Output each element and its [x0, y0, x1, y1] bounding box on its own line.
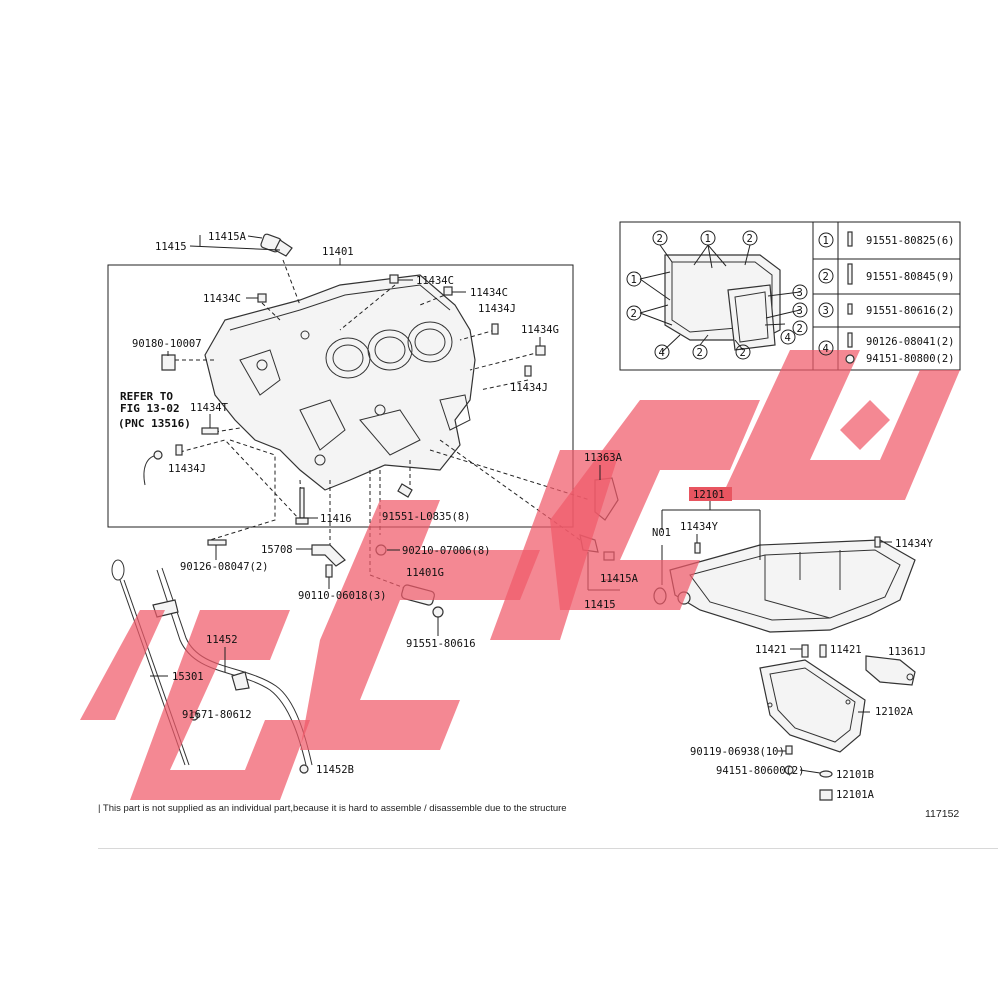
refer-line-1: REFER TO	[120, 390, 173, 403]
sensor-11415	[260, 233, 293, 257]
svg-text:1: 1	[631, 274, 637, 286]
svg-text:2: 2	[740, 347, 746, 359]
label-11434G: 11434G	[521, 324, 559, 336]
legend-row-2: 2 91551-80845(9)	[818, 263, 955, 285]
bolt-legend-inset	[619, 221, 961, 371]
svg-text:2: 2	[797, 323, 803, 335]
label-12101B: 12101B	[836, 769, 874, 781]
refer-line-2: FIG 13-02	[120, 402, 180, 415]
label-90180-10007: 90180-10007	[132, 338, 202, 350]
label-11434J-2: 11434J	[510, 382, 548, 394]
label-90110-06018: 90110-06018(3)	[298, 590, 387, 602]
label-11434C-2: 11434C	[203, 293, 241, 305]
svg-text:3: 3	[797, 287, 803, 299]
svg-text:4: 4	[785, 332, 791, 344]
footnote: | This part is not supplied as an indivi…	[98, 803, 567, 814]
label-11401: 11401	[322, 246, 354, 258]
label-11421-1: 11421	[755, 644, 787, 656]
label-11434Y-2: 11434Y	[895, 538, 934, 550]
svg-text:2: 2	[747, 233, 753, 245]
oil-pan-12101	[669, 539, 916, 633]
svg-text:4: 4	[823, 343, 829, 355]
label-91551-L0835: 91551-L0835(8)	[382, 511, 471, 523]
svg-text:2: 2	[823, 271, 829, 283]
label-94151-80600: 94151-80600(2)	[716, 765, 805, 777]
legend-row-4: 4 90126-08041(2) 94151-80800(2)	[818, 332, 955, 365]
svg-text:2: 2	[631, 308, 637, 320]
label-N01: N01	[652, 527, 671, 539]
label-11434J-1: 11434J	[478, 303, 516, 315]
svg-text:3: 3	[823, 305, 829, 317]
label-11452: 11452	[206, 634, 238, 646]
svg-text:1: 1	[705, 233, 711, 245]
refer-line-3: (PNC 13516)	[118, 417, 191, 430]
watermark-logo	[80, 350, 960, 800]
label-91671-80612: 91671-80612	[182, 709, 252, 721]
diagram-code: 117152	[925, 808, 960, 820]
label-11434C-1: 11434C	[416, 275, 454, 287]
svg-text:94151-80800(2): 94151-80800(2)	[866, 353, 955, 365]
label-11363A: 11363A	[584, 452, 623, 464]
label-11401G: 11401G	[406, 567, 444, 579]
highlight-12101	[689, 487, 732, 501]
label-11415A: 11415A	[208, 231, 247, 243]
label-11415A-right: 11415A	[600, 573, 639, 585]
label-90126-08047: 90126-08047(2)	[180, 561, 269, 573]
svg-text:4: 4	[659, 347, 665, 359]
legend-table: 1 91551-80825(6) 2 91551-80845(9) 3 9155…	[818, 231, 955, 365]
label-11416: 11416	[320, 513, 352, 525]
label-91551-80616: 91551-80616	[406, 638, 476, 650]
svg-text:1: 1	[823, 235, 829, 247]
label-12101A: 12101A	[836, 789, 875, 801]
label-12102A: 12102A	[875, 706, 914, 718]
label-11361J: 11361J	[888, 646, 926, 658]
svg-text:91551-80825(6): 91551-80825(6)	[866, 235, 955, 247]
label-11434C-3: 11434C	[470, 287, 508, 299]
label-11452B: 11452B	[316, 764, 354, 776]
svg-text:2: 2	[657, 233, 663, 245]
inset-callouts: 2 1 2 1 2 3 3 2 2 4 2 4	[626, 230, 808, 360]
label-12101: 12101	[693, 489, 725, 501]
label-90119-06938: 90119-06938(10)	[690, 746, 785, 758]
label-11434Y-1: 11434Y	[680, 521, 719, 533]
label-15708: 15708	[261, 544, 293, 556]
divider	[98, 848, 998, 849]
svg-text:91551-80845(9): 91551-80845(9)	[866, 271, 955, 283]
label-15301: 15301	[172, 671, 204, 683]
label-11415: 11415	[155, 241, 187, 253]
label-11415-right: 11415	[584, 599, 616, 611]
legend-row-1: 1 91551-80825(6)	[818, 231, 955, 248]
oil-pan-12102A	[759, 659, 866, 753]
label-11434T: 11434T	[190, 402, 229, 414]
label-11434J-3: 11434J	[168, 463, 206, 475]
svg-text:90126-08041(2): 90126-08041(2)	[866, 336, 955, 348]
legend-row-3: 3 91551-80616(2)	[818, 302, 955, 318]
label-11421-2: 11421	[830, 644, 862, 656]
label-90210-07006: 90210-07006(8)	[402, 545, 491, 557]
engine-block	[204, 274, 476, 491]
svg-text:91551-80616(2): 91551-80616(2)	[866, 305, 955, 317]
svg-text:3: 3	[797, 305, 803, 317]
part-labels: 11415 11415A 11401 11434C 11434C 11434C …	[118, 231, 934, 801]
svg-text:2: 2	[697, 347, 703, 359]
